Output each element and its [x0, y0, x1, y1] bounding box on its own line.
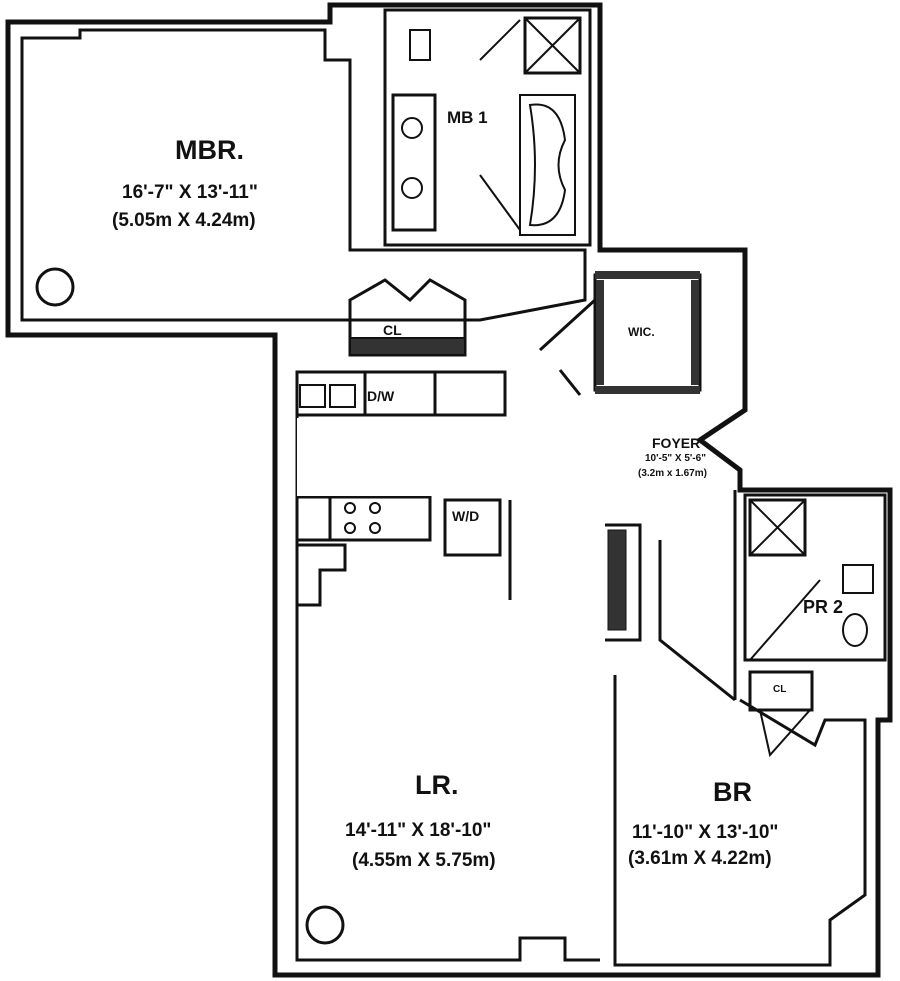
- exterior-wall: [5, 2, 893, 978]
- mb1-label: MB 1: [447, 108, 488, 127]
- mbr-name: MBR.: [175, 135, 244, 165]
- foyer-dim-metric: (3.2m x 1.67m): [638, 468, 707, 479]
- lr-wall: [297, 543, 347, 607]
- mbr-dim-imperial: 16'-7" X 13'-11": [122, 182, 258, 203]
- br-name: BR: [713, 777, 752, 807]
- wd-label: W/D: [452, 508, 480, 524]
- kitchen-counter-top: [295, 370, 507, 417]
- pr2-label: PR 2: [803, 597, 844, 617]
- br-wall: [605, 523, 867, 967]
- foyer-dim-imperial: 10'-5" X 5'-6": [645, 453, 706, 464]
- kitchen-counter-bottom: [295, 495, 432, 542]
- cl-br-label: CL: [773, 684, 787, 695]
- lr-dim-metric: (4.55m X 5.75m): [352, 850, 496, 871]
- closet-br: [748, 670, 814, 712]
- vanity: [391, 93, 437, 232]
- bath-pr2: [743, 493, 887, 662]
- bathtub: [519, 94, 576, 236]
- shower: [523, 16, 582, 75]
- blank-area: [297, 418, 515, 496]
- br-dim-imperial: 11'-10" X 13'-10": [632, 822, 779, 843]
- column-lr: [305, 905, 345, 945]
- shower-pr2: [748, 498, 807, 557]
- bath-mb1: [383, 8, 592, 247]
- mbr-dim-metric: (5.05m X 4.24m): [112, 210, 256, 231]
- cl-master-label: CL: [383, 322, 402, 338]
- lr-dim-imperial: 14'-11" X 18'-10": [345, 820, 492, 841]
- mbr-wall: [20, 28, 587, 322]
- br-dim-metric: (3.61m X 4.22m): [628, 848, 772, 869]
- column-mbr: [35, 267, 75, 307]
- foyer-name: FOYER: [652, 435, 701, 451]
- washer-dryer: [443, 498, 502, 557]
- lr-name: LR.: [415, 770, 459, 800]
- wic-label: WIC.: [628, 325, 655, 339]
- dw-label: D/W: [367, 388, 395, 404]
